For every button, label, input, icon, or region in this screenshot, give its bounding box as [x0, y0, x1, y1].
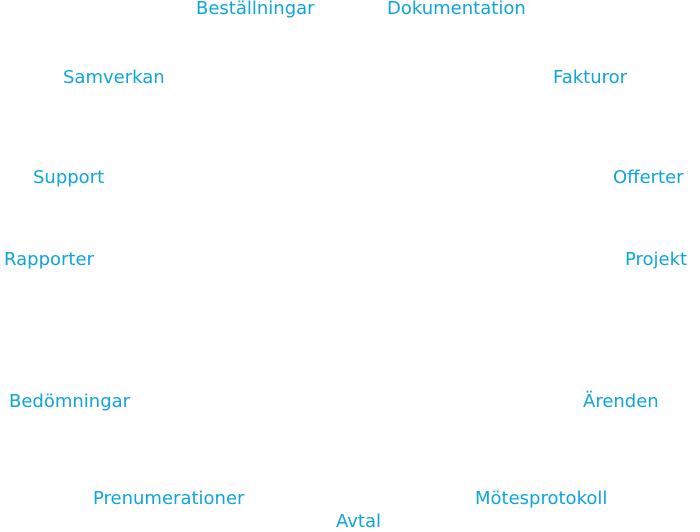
nav-link-offerter[interactable]: Offerter	[613, 167, 684, 188]
nav-link-avtal[interactable]: Avtal	[336, 511, 381, 532]
nav-link-samverkan[interactable]: Samverkan	[63, 67, 165, 88]
nav-link-projekt[interactable]: Projekt	[625, 249, 688, 270]
nav-link-arenden[interactable]: Ärenden	[583, 391, 659, 412]
nav-link-motesprotokoll[interactable]: Mötesprotokoll	[475, 488, 608, 509]
nav-link-dokumentation[interactable]: Dokumentation	[387, 0, 526, 19]
nav-link-rapporter[interactable]: Rapporter	[4, 249, 94, 270]
nav-link-fakturor[interactable]: Fakturor	[553, 67, 628, 88]
nav-link-support[interactable]: Support	[33, 167, 105, 188]
nav-link-bedomningar[interactable]: Bedömningar	[9, 391, 131, 412]
nav-link-bestallningar[interactable]: Beställningar	[196, 0, 315, 19]
nav-link-prenumerationer[interactable]: Prenumerationer	[93, 488, 245, 509]
